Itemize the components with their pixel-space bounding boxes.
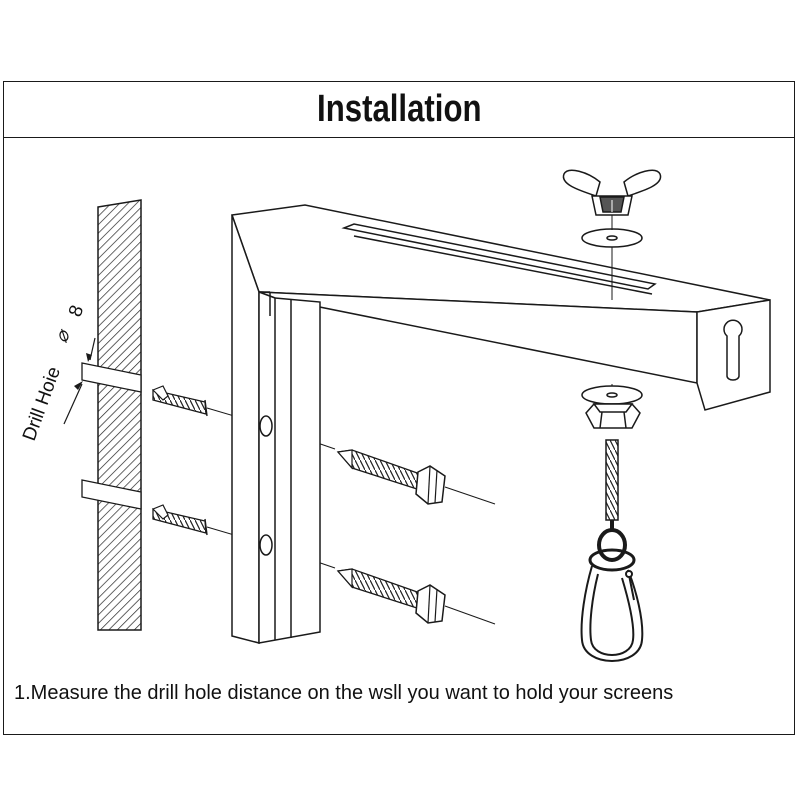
drill-hole-label: Drill Hoie <box>19 364 65 444</box>
wall-anchor-icon <box>151 385 208 417</box>
wall-bracket <box>230 204 771 644</box>
screw-icon <box>336 449 446 505</box>
eye-bolt-icon <box>597 439 627 562</box>
drill-size-label: 8 <box>65 303 88 320</box>
instruction-caption: 1.Measure the drill hole distance on the… <box>14 682 674 704</box>
drill-diameter-label: ⌀ <box>51 326 75 345</box>
washer-icon <box>581 228 643 248</box>
installation-panel: Installation 1.Measure the drill hole di… <box>3 81 795 735</box>
page-title: Installation <box>316 88 482 130</box>
hex-nut-icon <box>585 403 641 429</box>
washer-icon <box>581 385 643 405</box>
carabiner-hook-icon <box>580 548 644 662</box>
title-bar: Installation <box>4 82 794 138</box>
wing-nut-icon <box>562 169 662 216</box>
wall <box>81 199 142 631</box>
wall-anchor-icon <box>151 504 208 536</box>
screw-icon <box>336 568 446 624</box>
